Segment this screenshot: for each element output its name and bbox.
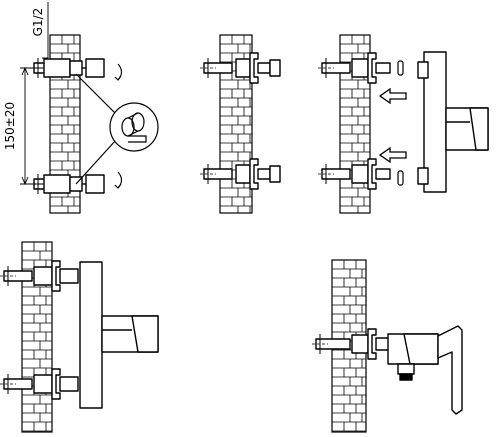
supply-pipe-step-4-top — [0, 266, 33, 286]
supply-pipe-step-5 — [312, 334, 351, 354]
center-distance-label: 150±20 — [3, 102, 17, 150]
shower-mixer-step-4 — [79, 261, 159, 409]
eccentric-fitting-step-2-bottom — [235, 164, 281, 184]
eccentric-fitting-step-5 — [351, 334, 391, 354]
eccentric-fitting-step-3-bottom — [351, 164, 391, 184]
push-arrow-icon — [378, 87, 407, 164]
supply-pipe-step-2-bottom — [200, 164, 233, 184]
thread-size-label: G1/2 — [31, 8, 45, 37]
supply-pipe-step-3-bottom — [318, 164, 351, 184]
shower-mixer-step-3 — [417, 51, 489, 193]
fittings — [0, 51, 489, 415]
supply-pipe-step-4-bottom — [0, 374, 33, 394]
washers — [397, 60, 404, 186]
eccentric-fitting-step-2-top — [235, 58, 281, 78]
eccentric-fitting-step-3-top — [351, 58, 391, 78]
dimension-center-distance — [20, 66, 44, 186]
shower-mixer-step-5 — [387, 325, 463, 415]
supply-pipe-step-2-top — [200, 58, 233, 78]
eccentric-fitting-step-1-bottom — [43, 174, 105, 194]
rotate-clockwise-icon — [114, 63, 123, 189]
supply-pipe-step-3-top — [318, 58, 351, 78]
ptfe-tape-roll-icon — [75, 73, 159, 185]
eccentric-fitting-step-1-top — [43, 58, 105, 78]
brick-walls — [21, 34, 371, 433]
dimension-thread-size — [42, 2, 49, 59]
